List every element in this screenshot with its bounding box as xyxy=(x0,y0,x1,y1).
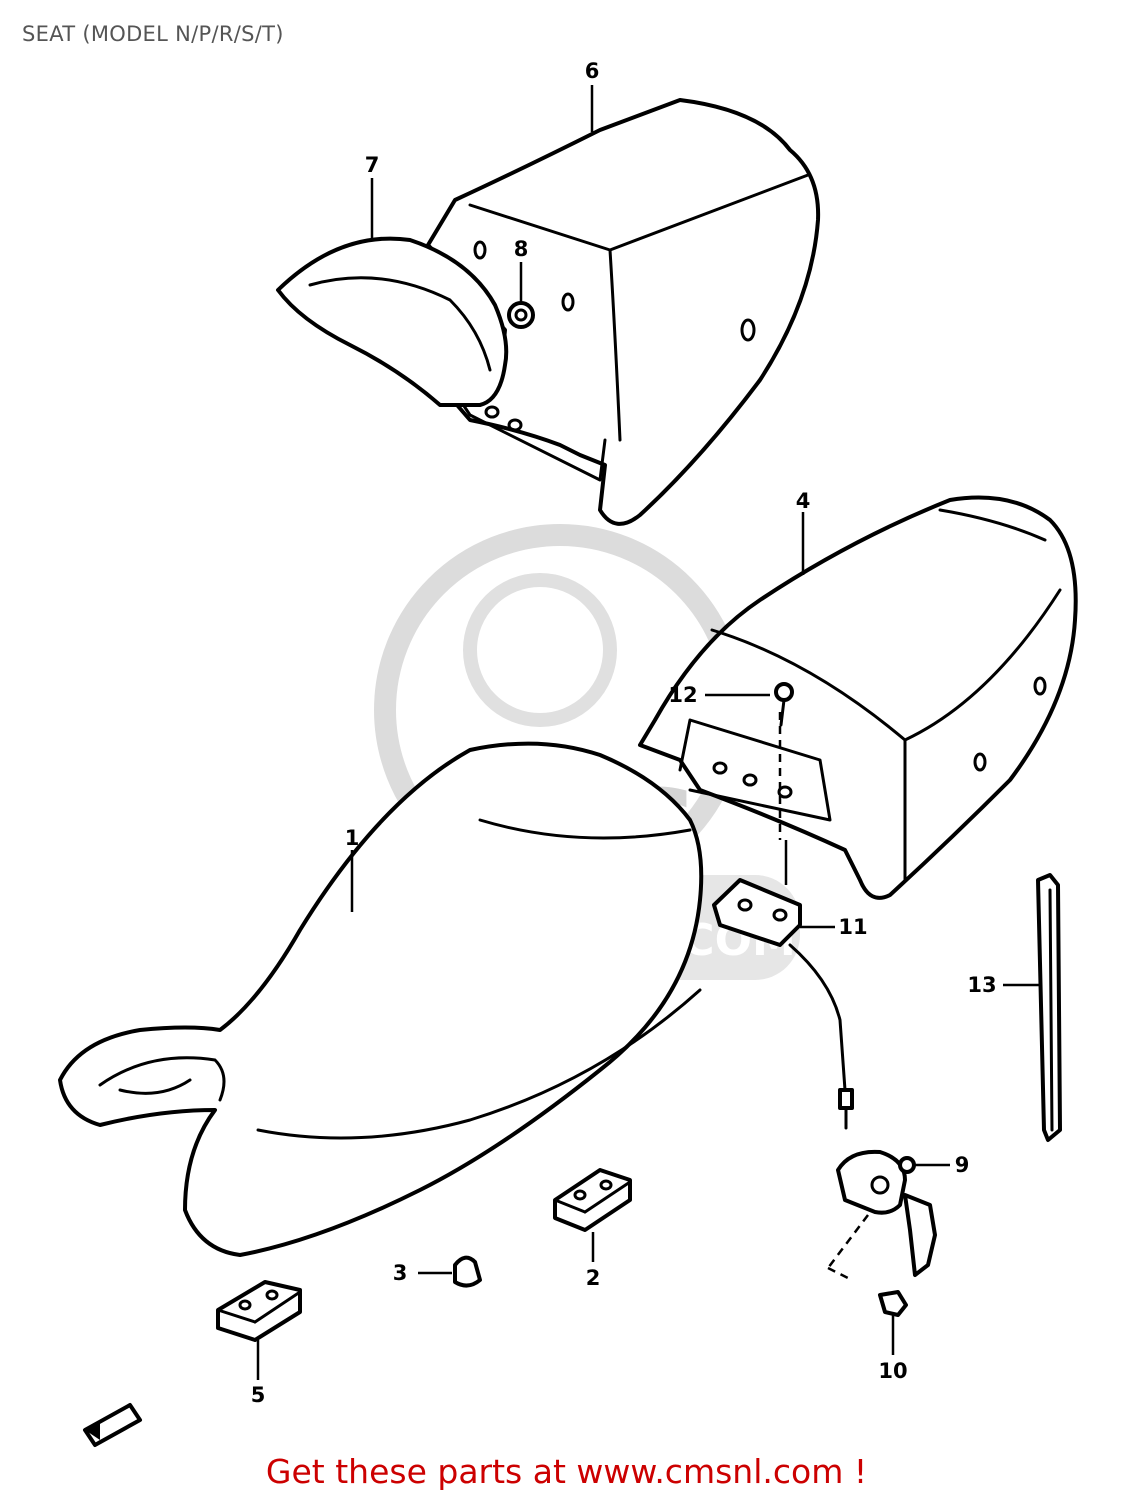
front-direction-arrow xyxy=(83,1403,142,1447)
part-7-seat-pad xyxy=(276,236,509,407)
callout-9: 9 xyxy=(955,1153,970,1177)
callout-6: 6 xyxy=(585,59,600,83)
callout-2: 2 xyxy=(586,1266,601,1290)
leader-lines xyxy=(256,85,1042,1380)
part-6-seat-tail-cover xyxy=(426,98,821,526)
callout-1: 1 xyxy=(345,826,360,850)
callout-12: 12 xyxy=(668,683,697,707)
part-12-bolt xyxy=(774,682,794,727)
callout-11: 11 xyxy=(838,915,867,939)
page-title: SEAT (MODEL N/P/R/S/T) xyxy=(22,22,284,46)
part-13-seat-belt xyxy=(1036,873,1062,1142)
callout-7: 7 xyxy=(365,153,380,177)
callout-numbers: 6 7 8 4 12 1 11 13 9 10 2 3 5 xyxy=(251,59,997,1407)
part-10-screw xyxy=(878,1290,908,1317)
part-5-cushion xyxy=(216,1280,302,1342)
part-4-rear-seat xyxy=(638,495,1078,900)
part-9-seat-lock xyxy=(836,1149,937,1277)
part-3-damper xyxy=(453,1255,482,1288)
part-8-grommet xyxy=(507,301,535,329)
callout-13: 13 xyxy=(967,973,996,997)
part-1-front-seat xyxy=(58,741,704,1257)
footer-link-text[interactable]: Get these parts at www.cmsnl.com ! xyxy=(265,1452,868,1491)
callout-5: 5 xyxy=(251,1383,266,1407)
callout-3: 3 xyxy=(393,1261,408,1285)
callout-4: 4 xyxy=(796,489,811,513)
part-11-seat-lock-bracket xyxy=(712,878,854,1130)
callout-8: 8 xyxy=(514,237,529,261)
callout-10: 10 xyxy=(878,1359,907,1383)
part-2-cushion xyxy=(553,1168,632,1232)
